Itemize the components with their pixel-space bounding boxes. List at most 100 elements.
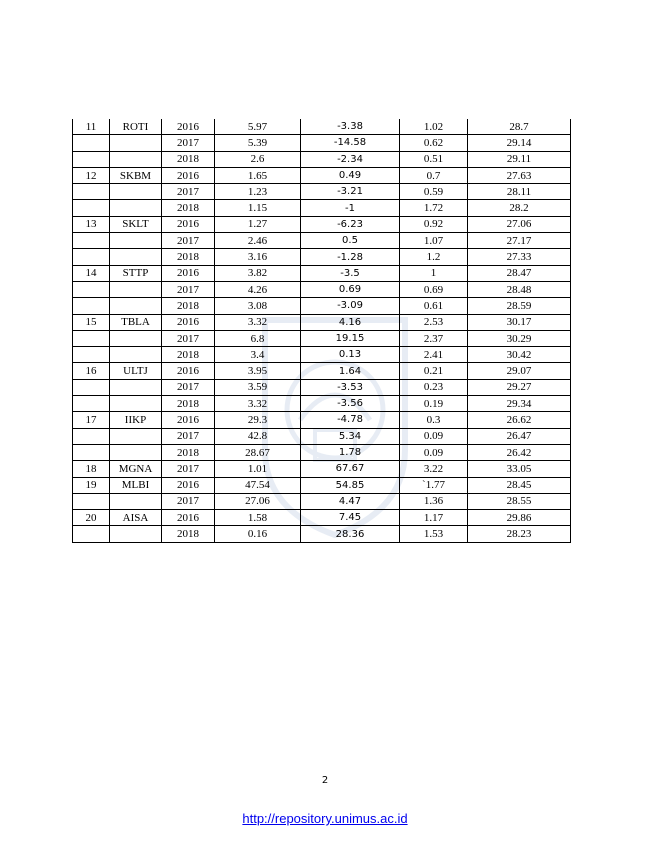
value-1-cell: 29.3 (214, 411, 301, 429)
year-cell: 2016 (161, 119, 215, 136)
value-4-cell: 28.23 (467, 525, 571, 543)
value-4-cell: 29.14 (467, 134, 571, 152)
value-2-text: -3.38 (337, 121, 363, 133)
value-1-cell: 4.26 (214, 280, 301, 299)
value-2-text: 54.85 (335, 479, 365, 491)
row-number-cell (72, 395, 110, 413)
value-2-text: 0.49 (338, 170, 362, 182)
year-cell: 2018 (161, 525, 215, 543)
value-3-cell: 2.41 (399, 346, 468, 364)
company-code-cell (109, 280, 162, 299)
year-cell: 2017 (161, 329, 215, 348)
value-3-cell: 1.07 (399, 232, 468, 250)
value-2-text: -3.56 (337, 398, 363, 410)
value-2-text: 4.47 (338, 495, 362, 507)
value-4-cell: 30.29 (467, 329, 571, 348)
year-cell: 2018 (161, 199, 215, 217)
value-1-cell: 3.82 (214, 264, 301, 282)
company-code-cell: IIKP (109, 411, 162, 429)
value-4-cell: 28.11 (467, 183, 571, 201)
year-cell: 2016 (161, 313, 215, 331)
value-4-cell: 27.33 (467, 248, 571, 266)
value-2-text: 19.15 (335, 333, 365, 344)
value-1-cell: 1.27 (214, 215, 301, 234)
row-number-cell: 12 (72, 166, 110, 185)
value-3-cell: 2.37 (399, 329, 468, 348)
value-1-cell: 3.95 (214, 362, 301, 380)
company-code-cell (109, 346, 162, 364)
row-number-cell: 11 (72, 119, 110, 136)
value-3-cell: 1.72 (399, 199, 468, 217)
row-number-cell (72, 492, 110, 511)
value-3-cell: 0.62 (399, 134, 468, 152)
value-1-cell: 1.58 (214, 509, 301, 527)
value-2-text: 1.78 (338, 447, 362, 459)
value-1-cell: 5.39 (214, 134, 301, 152)
value-3-cell: 0.69 (399, 280, 468, 299)
year-cell: 2016 (161, 264, 215, 282)
value-4-cell: 30.17 (467, 313, 571, 331)
year-cell: 2017 (161, 427, 215, 445)
company-code-cell (109, 492, 162, 511)
value-1-cell: 6.8 (214, 329, 301, 348)
value-2-text: -3.21 (337, 186, 363, 198)
company-code-cell (109, 329, 162, 348)
value-3-cell: 1.17 (399, 509, 468, 527)
value-3-cell: 0.92 (399, 215, 468, 234)
row-number-cell (72, 183, 110, 201)
value-2-cell: 1.78 (300, 443, 400, 462)
value-2-text: -2.34 (337, 153, 363, 165)
year-cell: 2018 (161, 395, 215, 413)
value-2-cell: 0.49 (300, 166, 400, 185)
value-3-cell: 0.51 (399, 150, 468, 168)
value-1-cell: 0.16 (214, 525, 301, 543)
value-2-text: -1.28 (337, 251, 363, 263)
row-number-cell: 16 (72, 362, 110, 380)
row-number-cell (72, 199, 110, 217)
row-number-cell (72, 232, 110, 250)
value-1-cell: 28.67 (214, 443, 301, 462)
value-2-cell: -2.34 (300, 150, 400, 168)
value-1-cell: 2.46 (214, 232, 301, 250)
row-number-cell (72, 525, 110, 543)
value-2-cell: 54.85 (300, 476, 400, 494)
company-code-cell: ROTI (109, 119, 162, 136)
value-2-text: -4.78 (337, 414, 363, 426)
year-cell: 2016 (161, 166, 215, 185)
company-code-cell (109, 183, 162, 201)
year-cell: 2016 (161, 215, 215, 234)
company-code-cell (109, 232, 162, 250)
repository-link[interactable]: http://repository.unimus.ac.id (242, 811, 408, 826)
row-number-cell: 19 (72, 476, 110, 494)
value-2-text: 7.45 (338, 512, 362, 524)
value-2-text: 0.13 (338, 349, 362, 361)
value-1-cell: 3.32 (214, 313, 301, 331)
row-number-cell (72, 280, 110, 299)
value-4-cell: 29.11 (467, 150, 571, 168)
value-3-cell: 1.02 (399, 119, 468, 136)
company-code-cell: ULTJ (109, 362, 162, 380)
value-2-cell: 19.15 (300, 329, 400, 348)
value-4-cell: 26.47 (467, 427, 571, 445)
value-2-cell: -4.78 (300, 411, 400, 429)
value-2-text: -6.23 (337, 218, 363, 230)
value-2-cell: -1 (300, 199, 400, 217)
value-2-text: 0.69 (338, 284, 362, 296)
value-2-text: 4.16 (338, 316, 362, 328)
year-cell: 2017 (161, 378, 215, 397)
value-1-cell: 27.06 (214, 492, 301, 511)
year-cell: 2016 (161, 509, 215, 527)
year-cell: 2017 (161, 134, 215, 152)
